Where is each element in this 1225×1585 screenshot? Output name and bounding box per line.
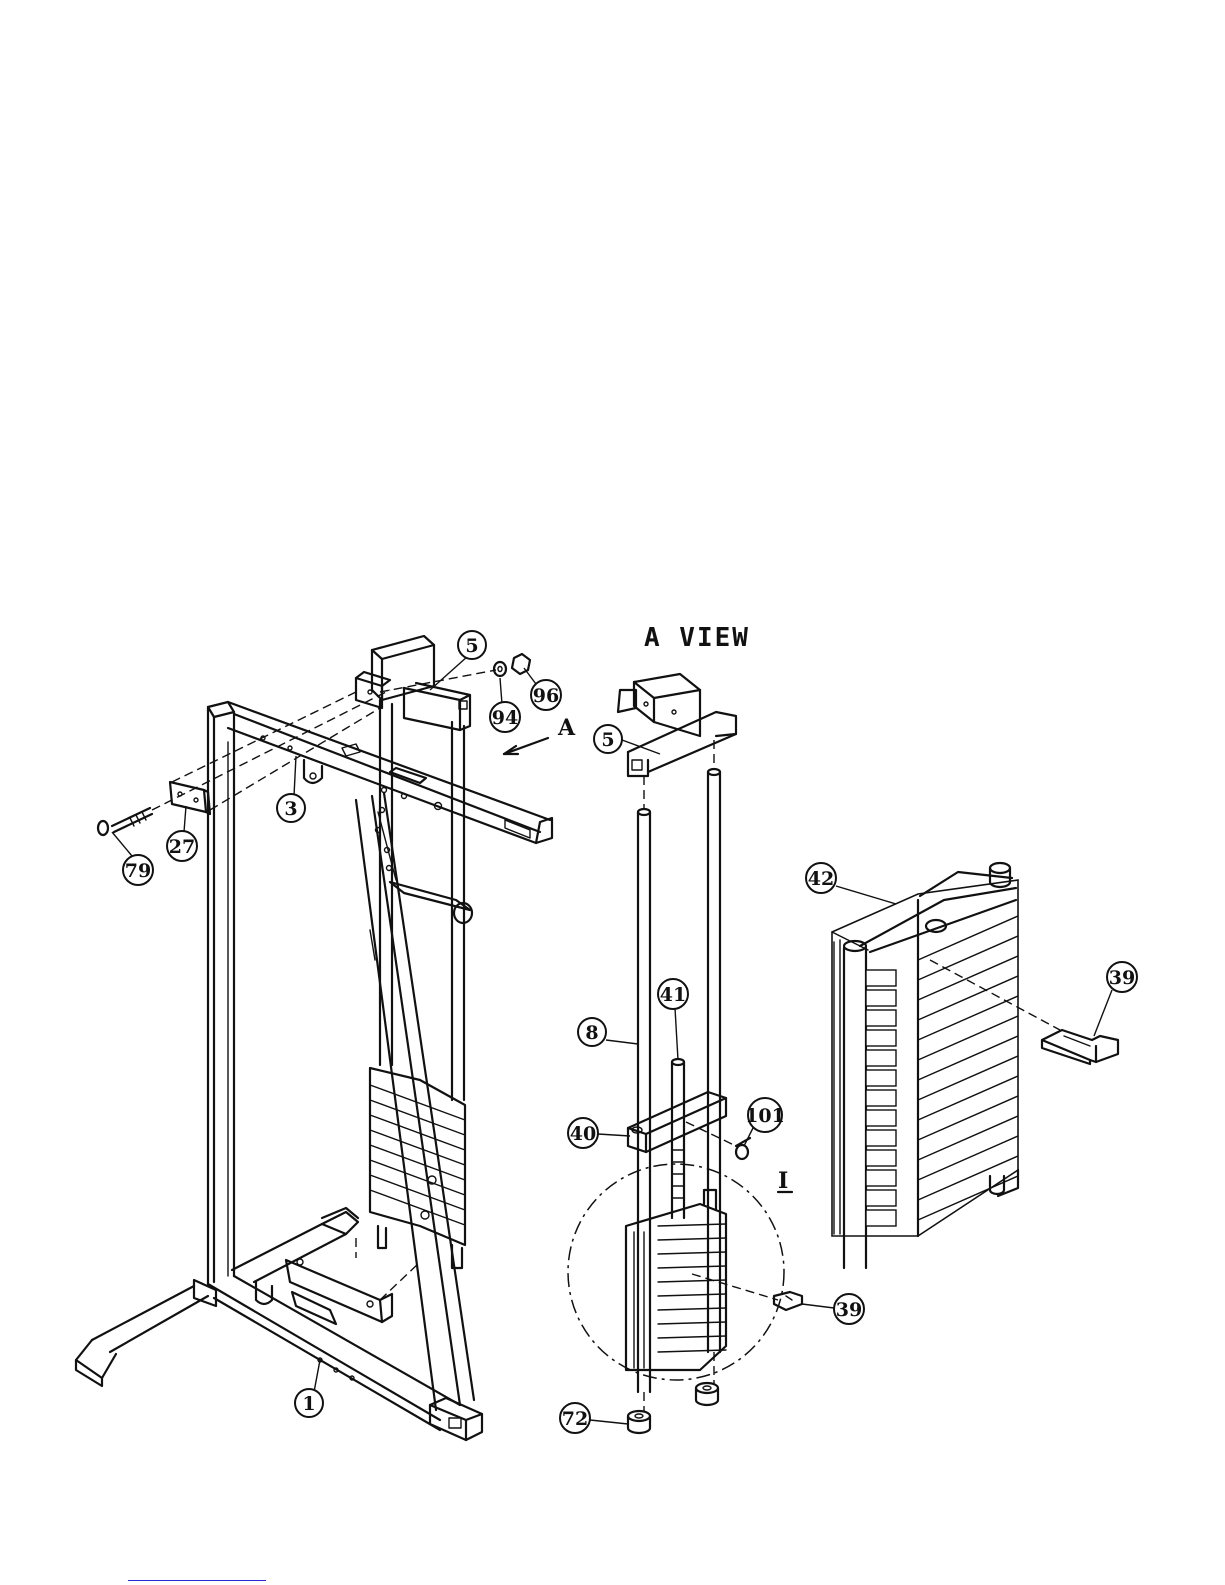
callout-39-detail: 39: [834, 1294, 864, 1324]
frame-guide-rods: [380, 700, 472, 1100]
svg-text:27: 27: [169, 836, 195, 858]
washer-part-94: [494, 662, 506, 676]
callout-1: 1: [295, 1389, 323, 1417]
svg-text:96: 96: [533, 685, 559, 707]
callout-79: 79: [123, 855, 153, 885]
a-view-bracket-part-5: [618, 674, 736, 776]
callout-39-right: 39: [1107, 962, 1137, 992]
a-view-bumpers-part-72: [628, 1352, 718, 1433]
nut-part-96: [512, 654, 530, 674]
svg-text:39: 39: [836, 1299, 862, 1321]
svg-text:3: 3: [284, 798, 297, 820]
svg-text:42: 42: [808, 868, 834, 890]
a-view-pin-part-39: [774, 1292, 802, 1310]
svg-text:8: 8: [585, 1022, 598, 1044]
callout-5-frame: 5: [458, 631, 486, 659]
a-view-pin-part-101: [686, 1122, 750, 1159]
callout-3: 3: [277, 794, 305, 822]
a-view-weight-stack: [626, 1190, 778, 1370]
callout-41: 41: [658, 979, 688, 1009]
svg-text:39: 39: [1109, 967, 1135, 989]
svg-text:5: 5: [465, 635, 478, 657]
svg-text:94: 94: [492, 707, 518, 729]
plate-part-27: [170, 782, 210, 814]
footer-underline: [128, 1580, 266, 1581]
upright-post: [208, 702, 234, 1284]
callout-40: 40: [568, 1118, 598, 1148]
callout-5-a-view: 5: [594, 725, 622, 753]
weight-stack-detail-part-42: [832, 863, 1060, 1268]
a-view-title: A VIEW: [644, 623, 750, 653]
svg-text:41: 41: [660, 984, 686, 1006]
selector-pin-part-39: [1042, 1030, 1118, 1064]
a-view-top-plate-part-40: [628, 1092, 726, 1152]
detail-label-i: I: [778, 1168, 788, 1194]
svg-text:5: 5: [601, 729, 614, 751]
callout-96: 96: [531, 680, 561, 710]
svg-text:101: 101: [745, 1105, 785, 1127]
svg-text:40: 40: [570, 1123, 596, 1145]
callout-101: 101: [745, 1098, 785, 1132]
main-frame-assembly: A: [76, 636, 576, 1440]
callout-72: 72: [560, 1403, 590, 1433]
bolt-part-79: [98, 808, 152, 835]
rear-base-section: [232, 1208, 392, 1324]
callout-94: 94: [490, 702, 520, 732]
svg-text:72: 72: [562, 1408, 588, 1430]
view-arrow-label: A: [557, 715, 576, 741]
svg-text:1: 1: [302, 1393, 315, 1415]
callout-8: 8: [578, 1018, 606, 1046]
callout-27: 27: [167, 831, 197, 861]
detail-circle-i: [568, 1164, 784, 1380]
svg-text:79: 79: [125, 860, 151, 882]
top-bracket-part-5: [356, 636, 470, 730]
callout-42: 42: [806, 863, 836, 893]
